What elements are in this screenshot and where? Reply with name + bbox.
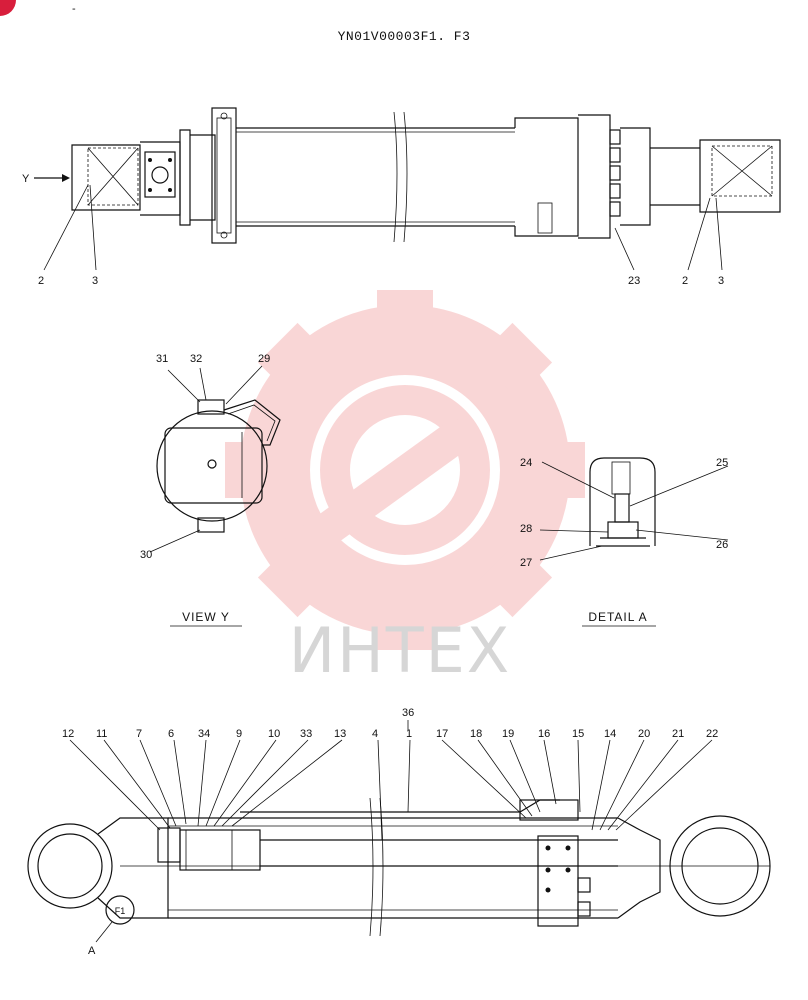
view-y-drawing: 31 32 29 30 VIEW Y	[140, 353, 281, 627]
callout-25: 25	[716, 457, 728, 469]
callout-9: 9	[236, 728, 242, 740]
callout-28: 28	[520, 523, 532, 535]
watermark-gear-icon	[225, 290, 585, 650]
callout-7: 7	[136, 728, 142, 740]
detail-a-caption: DETAIL A	[588, 610, 647, 624]
flange-plate	[144, 151, 176, 198]
callout-32: 32	[190, 353, 202, 365]
callout-14: 14	[604, 728, 616, 740]
callout-13: 13	[334, 728, 346, 740]
svg-text:-: -	[72, 3, 76, 15]
callout-12: 12	[62, 728, 74, 740]
callout-10: 10	[268, 728, 280, 740]
callout-24: 24	[520, 457, 532, 469]
watermark-text: ИНТЕХ	[289, 614, 512, 687]
view-y-arrow-label: Y	[22, 173, 30, 185]
callout-18: 18	[470, 728, 482, 740]
callout-3-right: 3	[718, 275, 724, 287]
callout-26: 26	[716, 539, 728, 551]
callout-23: 23	[628, 275, 640, 287]
callout-31: 31	[156, 353, 168, 365]
callout-16: 16	[538, 728, 550, 740]
callout-3-left: 3	[92, 275, 98, 287]
callout-19: 19	[502, 728, 514, 740]
callout-2-left: 2	[38, 275, 44, 287]
callout-2-right: 2	[682, 275, 688, 287]
callout-29: 29	[258, 353, 270, 365]
corner-mark-icon	[0, 0, 16, 16]
view-y-caption: VIEW Y	[182, 610, 230, 624]
callout-33: 33	[300, 728, 312, 740]
callout-11: 11	[96, 728, 107, 740]
detail-a-marker: A	[88, 945, 96, 957]
callout-15: 15	[572, 728, 584, 740]
section-cylinder-view: F1 A 36 12 11 7 6 34 9 10 33 13 4 1 17 1…	[27, 707, 771, 957]
callout-1: 1	[406, 728, 412, 740]
callout-30: 30	[140, 549, 152, 561]
callout-4: 4	[372, 728, 378, 740]
callout-34: 34	[198, 728, 210, 740]
drawing-code: YN01V00003F1. F3	[338, 29, 471, 44]
detail-circle-label: F1	[115, 906, 126, 916]
top-cylinder-view: Y 2 3 23 2 3	[22, 107, 781, 287]
callout-20: 20	[638, 728, 650, 740]
detail-a-drawing: 24 25 28 26 27 DETAIL A	[520, 457, 728, 627]
callout-27: 27	[520, 557, 532, 569]
callout-22: 22	[706, 728, 718, 740]
callout-6: 6	[168, 728, 174, 740]
callout-17: 17	[436, 728, 448, 740]
callout-21: 21	[672, 728, 684, 740]
callout-36: 36	[402, 707, 414, 719]
